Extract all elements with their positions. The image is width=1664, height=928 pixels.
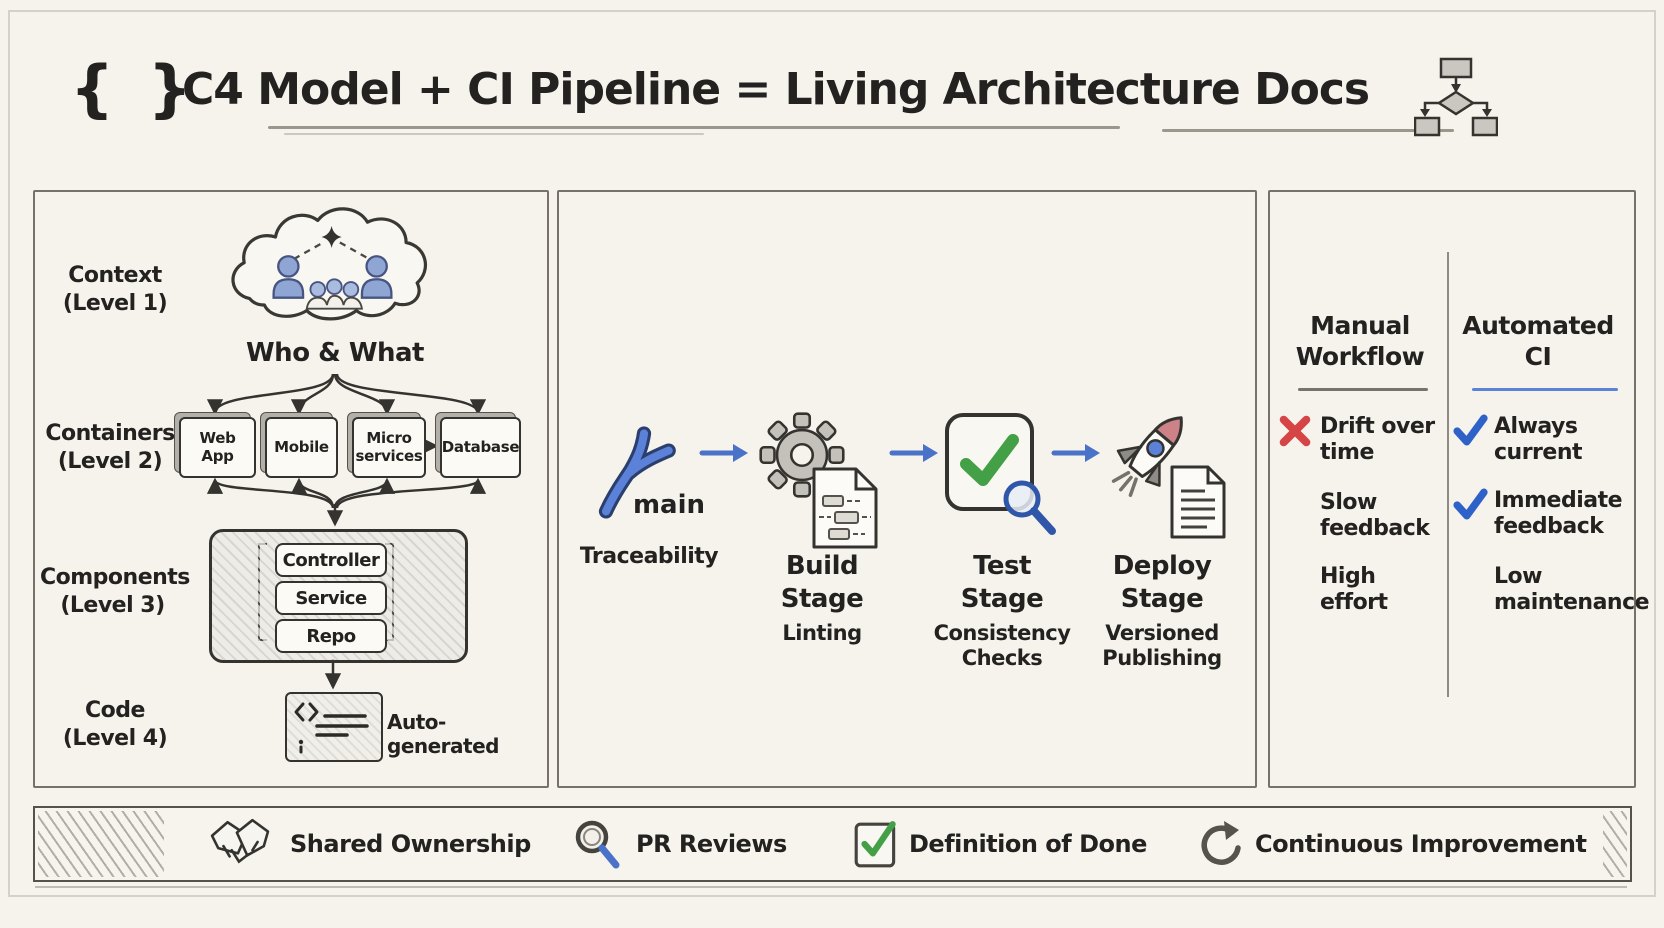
check-icon xyxy=(1453,488,1488,520)
automated-underline xyxy=(1472,388,1618,391)
braces-icon: { } xyxy=(70,52,198,125)
component-label: Repo xyxy=(306,625,356,647)
comparison-divider xyxy=(1447,252,1449,697)
component-box-repo: Repo xyxy=(275,619,387,653)
hatch-decoration xyxy=(38,811,164,877)
build-document-icon xyxy=(812,467,878,549)
title-underline xyxy=(1162,129,1454,132)
hatch-decoration xyxy=(1603,811,1627,877)
component-label: Controller xyxy=(282,549,380,571)
automated-item: Low maintenance xyxy=(1494,564,1650,616)
footer-label-shared-ownership: Shared Ownership xyxy=(290,830,531,858)
stage-title: Deploy Stage xyxy=(1112,551,1212,614)
stage-subtitle: Consistency Checks xyxy=(933,621,1071,671)
c4-model-panel: Context (Level 1) Containers (Level 2) C… xyxy=(33,190,549,788)
manual-underline xyxy=(1298,388,1428,391)
auto-generated-note: Auto-generated xyxy=(387,710,499,758)
container-label: Web App xyxy=(199,429,236,465)
cloud-caption: Who & What xyxy=(246,338,425,368)
sparkle-icon xyxy=(321,225,342,248)
manual-item: High effort xyxy=(1320,564,1388,616)
container-box-mobile: Mobile xyxy=(265,417,338,478)
title-underline xyxy=(284,133,704,135)
test-stage: Test Stage Consistency Checks xyxy=(927,402,1077,671)
branch-name-label: main xyxy=(632,490,706,520)
level-name: Components xyxy=(40,565,190,590)
title-underline xyxy=(268,126,1120,129)
c4-level-containers: Containers (Level 2) xyxy=(35,420,185,475)
build-stage: Build Stage Linting xyxy=(747,402,897,646)
deploy-document-icon xyxy=(1170,465,1226,539)
component-box-service: Service xyxy=(275,581,387,615)
pipeline-arrow-icon xyxy=(889,444,938,462)
footer-label-pr-reviews: PR Reviews xyxy=(636,830,787,858)
automated-ci-header: Automated CI xyxy=(1462,311,1614,372)
level-number: (Level 2) xyxy=(57,448,163,474)
git-branch-icon xyxy=(598,426,676,519)
stage-title: Test Stage xyxy=(960,551,1044,614)
footer-underline xyxy=(35,886,1627,888)
comparison-panel: Manual Workflow Automated CI Drift over … xyxy=(1268,190,1650,788)
context-cloud-icon xyxy=(231,207,427,321)
check-icon xyxy=(1453,414,1488,446)
automated-item: Always current xyxy=(1494,414,1583,466)
component-label: Service xyxy=(295,587,367,609)
container-label: Micro services xyxy=(355,429,423,465)
level-number: (Level 3) xyxy=(60,592,165,618)
container-box-database: Database xyxy=(440,417,521,478)
manual-item: Drift over time xyxy=(1320,414,1435,466)
manual-item: Slow feedback xyxy=(1320,490,1430,542)
flowchart-icon xyxy=(1414,57,1498,137)
cross-icon xyxy=(1279,415,1311,447)
c4-level-code: Code (Level 4) xyxy=(45,697,185,752)
pipeline-arrow-icon xyxy=(1051,444,1100,462)
footer-label-definition-of-done: Definition of Done xyxy=(909,830,1147,858)
pipeline-arrow-icon xyxy=(699,444,748,462)
checked-box-icon xyxy=(854,821,896,868)
circular-arrow-icon xyxy=(1201,821,1241,865)
deploy-stage: Deploy Stage Versioned Publishing xyxy=(1087,402,1237,671)
container-box-web-app: Web App xyxy=(179,417,256,478)
stage-subtitle: Versioned Publishing xyxy=(1102,621,1222,671)
container-label: Database xyxy=(441,437,520,456)
code-document-icon xyxy=(285,692,383,762)
level-name: Context xyxy=(68,263,162,288)
ci-pipeline-panel: main Traceability xyxy=(557,190,1257,788)
automated-item: Immediate feedback xyxy=(1494,488,1623,540)
stage-subtitle: Linting xyxy=(782,621,862,645)
component-box-controller: Controller xyxy=(275,543,387,577)
page-title: C4 Model + CI Pipeline = Living Architec… xyxy=(182,64,1370,115)
level-name: Containers xyxy=(45,421,175,446)
handshake-icon xyxy=(210,818,270,864)
level-number: (Level 1) xyxy=(62,290,168,316)
c4-level-context: Context (Level 1) xyxy=(50,262,180,317)
components-group-box: Controller Service Repo xyxy=(209,529,468,663)
magnifier-icon xyxy=(1003,480,1056,535)
container-label: Mobile xyxy=(274,437,329,456)
practices-footer-bar: Shared Ownership PR Reviews Definition o… xyxy=(33,806,1632,882)
stage-title: Build Stage xyxy=(780,551,864,614)
rocket-icon xyxy=(1111,416,1183,497)
container-box-microservices: Micro services xyxy=(352,417,426,478)
level-number: (Level 4) xyxy=(62,725,168,751)
traceability-caption: Traceability xyxy=(579,544,719,569)
manual-workflow-header: Manual Workflow xyxy=(1295,311,1425,372)
level-name: Code xyxy=(85,698,145,723)
magnifying-glass-icon xyxy=(575,820,620,869)
c4-level-components: Components (Level 3) xyxy=(40,564,190,619)
footer-label-continuous-improvement: Continuous Improvement xyxy=(1255,830,1587,858)
